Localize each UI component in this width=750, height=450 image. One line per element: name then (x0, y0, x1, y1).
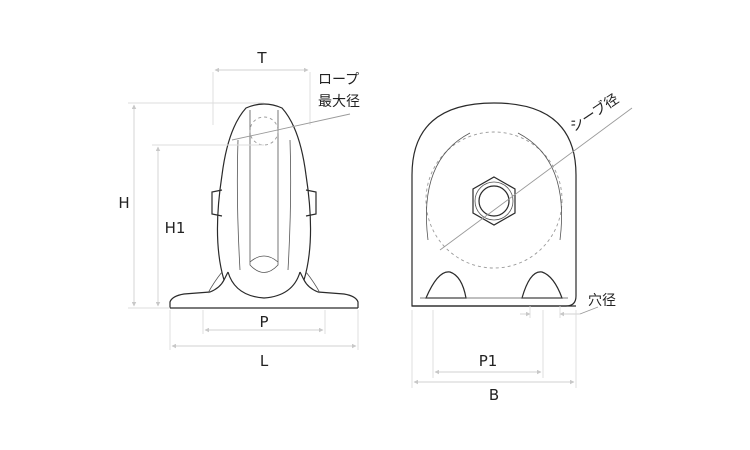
rope-callout: ロープ 最大径 (231, 72, 360, 141)
dim-label-L: L (260, 352, 269, 370)
side-view-sheave-channel (249, 110, 279, 273)
dim-L: L (169, 310, 359, 370)
dim-label-H: H (118, 194, 129, 212)
dim-H1: H1 (152, 144, 264, 307)
front-view-body (411, 102, 577, 307)
front-view-axle (478, 185, 510, 217)
rope-label-line1: ロープ (318, 72, 359, 88)
side-view (169, 103, 359, 309)
front-view-hex-nut (472, 176, 516, 226)
front-view (411, 102, 577, 307)
dim-P1: P1 (432, 310, 544, 378)
side-view-rope-circle (249, 116, 279, 146)
dim-label-P: P (259, 313, 268, 331)
dim-P: P (202, 310, 326, 334)
dim-H: H (118, 102, 264, 309)
dim-T: T (212, 49, 311, 125)
hole-callout: 穴径 (520, 293, 616, 318)
side-view-base (169, 271, 359, 309)
front-view-sheave-circle (425, 131, 563, 269)
front-view-foot-right (521, 271, 563, 299)
dim-label-T: T (256, 49, 267, 67)
side-view-boss-right (305, 189, 317, 217)
dim-B: B (411, 310, 577, 404)
dim-label-H1: H1 (165, 219, 186, 237)
dim-label-B: B (489, 386, 499, 404)
side-view-boss-left (211, 189, 223, 217)
side-view-base-arc (227, 271, 301, 299)
rope-label-line2: 最大径 (318, 94, 360, 110)
hole-label: 穴径 (588, 293, 616, 309)
front-view-foot-left (425, 271, 467, 299)
sheave-callout: シーブ径 (439, 90, 633, 251)
side-view-housing (216, 103, 312, 281)
sheave-label: シーブ径 (567, 90, 622, 135)
dim-label-P1: P1 (479, 352, 498, 370)
